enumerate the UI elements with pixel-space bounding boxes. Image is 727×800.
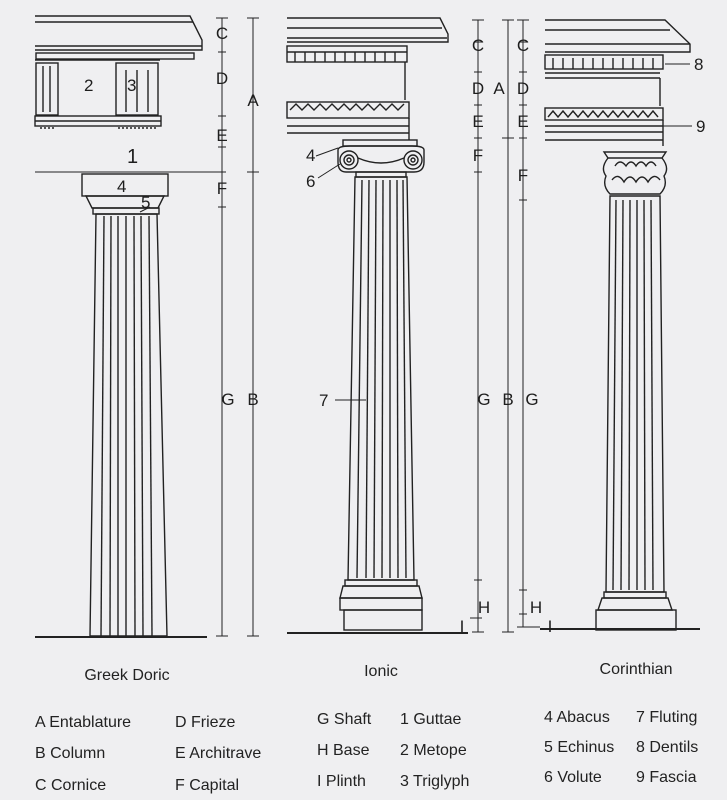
caption-greek-doric: Greek Doric xyxy=(84,667,169,684)
dim-label-f: F xyxy=(217,179,227,198)
dim-label-c: C xyxy=(216,24,228,43)
num-label-8: 8 xyxy=(694,55,703,74)
caption-ionic: Ionic xyxy=(364,663,398,680)
legend-i: I Plinth xyxy=(317,773,366,790)
legend-e: E Architrave xyxy=(175,745,261,762)
dim-label-e-ionic: E xyxy=(472,112,483,131)
dim-label-b: B xyxy=(247,390,258,409)
ionic-dimension-lines xyxy=(470,19,514,633)
legend-1: 1 Guttae xyxy=(400,711,461,728)
dim-label-d-corinthian: D xyxy=(517,79,529,98)
dim-label-g-corinthian: G xyxy=(525,390,538,409)
ionic-column-drawing xyxy=(286,17,468,634)
num-label-6: 6 xyxy=(306,172,315,191)
dim-label-g-ionic: G xyxy=(477,390,490,409)
legend-f: F Capital xyxy=(175,777,239,794)
dim-label-h-corinthian: H xyxy=(530,598,542,617)
legend-6: 6 Volute xyxy=(544,769,602,786)
dim-label-i-ionic: I xyxy=(460,617,465,636)
corinthian-column-drawing xyxy=(540,19,700,631)
legend-8: 8 Dentils xyxy=(636,739,698,756)
legend-d: D Frieze xyxy=(175,714,236,731)
num-label-3: 3 xyxy=(127,76,136,95)
legend-7: 7 Fluting xyxy=(636,709,697,726)
dim-label-c-corinthian: C xyxy=(517,36,529,55)
legend-a: A Entablature xyxy=(35,714,131,731)
legend-g: G Shaft xyxy=(317,711,372,728)
num-label-1: 1 xyxy=(127,146,138,168)
caption-corinthian: Corinthian xyxy=(600,661,673,678)
legend-3: 3 Triglyph xyxy=(400,773,469,790)
dim-label-d: D xyxy=(216,69,228,88)
num-label-2: 2 xyxy=(84,76,93,95)
dim-label-h-ionic: H xyxy=(478,598,490,617)
dim-label-g: G xyxy=(221,390,234,409)
dim-label-f-ionic: F xyxy=(473,146,483,165)
legend-9: 9 Fascia xyxy=(636,769,697,786)
num-label-9: 9 xyxy=(696,117,705,136)
num-label-7: 7 xyxy=(319,391,328,410)
corinthian-dimension-lines xyxy=(517,19,540,628)
legend-5: 5 Echinus xyxy=(544,739,614,756)
dim-label-c-ionic: C xyxy=(472,36,484,55)
num-label-5: 5 xyxy=(141,193,150,212)
dim-label-d-ionic: D xyxy=(472,79,484,98)
num-label-4-ionic: 4 xyxy=(306,146,315,165)
dim-label-e-corinthian: E xyxy=(517,112,528,131)
dim-label-e: E xyxy=(216,126,227,145)
num-label-4: 4 xyxy=(117,177,126,196)
dim-label-a: A xyxy=(247,91,259,110)
legend-2: 2 Metope xyxy=(400,742,467,759)
dim-label-a-ionic: A xyxy=(493,79,505,98)
legend-h: H Base xyxy=(317,742,370,759)
legend-4: 4 Abacus xyxy=(544,709,610,726)
dim-label-i-corinthian: I xyxy=(548,617,553,636)
doric-dimension-lines xyxy=(216,17,259,637)
dim-label-b-ionic: B xyxy=(502,390,513,409)
dim-label-f-corinthian: F xyxy=(518,166,528,185)
doric-column-drawing xyxy=(34,15,220,638)
legend-b: B Column xyxy=(35,745,105,762)
legend-c: C Cornice xyxy=(35,777,106,794)
